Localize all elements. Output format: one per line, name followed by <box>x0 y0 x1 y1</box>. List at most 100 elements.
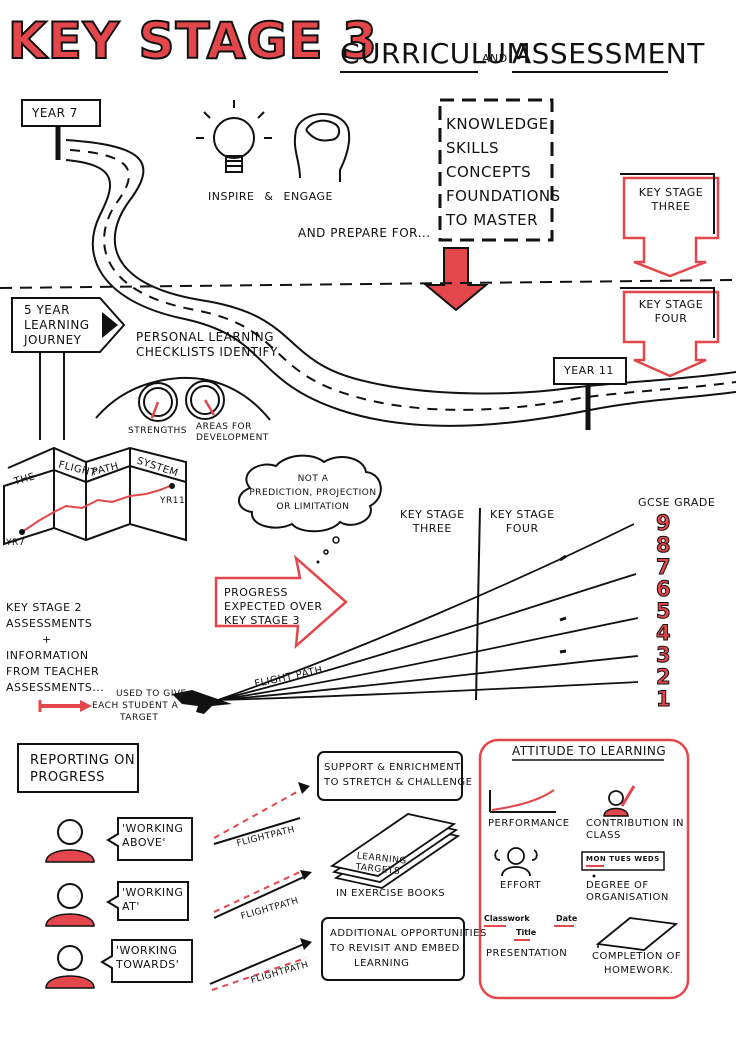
reporting-title-line: REPORTING ON <box>30 753 136 768</box>
contribution-line: CONTRIBUTION IN <box>586 818 685 829</box>
ks2-line: ASSESSMENTS... <box>6 681 105 694</box>
knowledge-list: KNOWLEDGE SKILLS CONCEPTS FOUNDATIONS TO… <box>446 112 561 232</box>
ks2-red-arrow <box>38 700 92 712</box>
used-line: USED TO GIVE <box>116 689 187 699</box>
support-box <box>317 751 463 801</box>
checklists-line: PERSONAL LEARNING <box>136 330 275 344</box>
thought-cloud <box>238 454 382 533</box>
performance-chart-icon <box>489 789 556 813</box>
grade-2: 2 <box>656 665 672 689</box>
effort-label: EFFORT <box>500 880 542 891</box>
knowledge-item: FOUNDATIONS <box>446 187 561 205</box>
flight-path-map <box>3 446 187 546</box>
working-above-line: ABOVE' <box>122 836 166 849</box>
year7-label: YEAR 7 <box>32 106 78 120</box>
ks3-ks4-divider <box>0 279 736 289</box>
yr7-label: YR7 <box>6 538 25 548</box>
contribution-icon <box>603 785 636 817</box>
gcse-grade-list: 9 8 7 6 5 4 3 2 1 <box>656 511 672 711</box>
five-year-line: LEARNING <box>24 318 90 332</box>
ks4-arrow-shape <box>622 290 720 378</box>
ks2-line: INFORMATION <box>6 649 89 662</box>
areas-label: AREAS FOR DEVELOPMENT <box>196 422 269 444</box>
not-a-line: OR LIMITATION <box>276 502 350 512</box>
flight-ks3-line: KEY STAGE <box>400 508 465 521</box>
ks2-line: KEY STAGE 2 <box>6 601 83 614</box>
five-year-signpost <box>11 297 126 440</box>
year7-signpost <box>21 99 101 160</box>
yr11-label: YR11 <box>160 496 186 506</box>
progress-arrow-shape <box>214 554 348 650</box>
ks4-arrow-line: FOUR <box>654 312 688 325</box>
flight-ks3-line: THREE <box>412 522 452 535</box>
performance-label: PERFORMANCE <box>488 818 570 829</box>
additional-line: TO REVISIT AND EMBED <box>330 943 460 954</box>
development-gauge-icon <box>185 380 225 420</box>
used-line: EACH STUDENT A <box>92 701 179 711</box>
contribution-line: CLASS <box>586 830 621 841</box>
flight-ks3-label: KEY STAGE THREE <box>400 508 465 536</box>
lightbulb-icon <box>196 100 272 173</box>
progress-line: PROGRESS <box>224 586 289 599</box>
flight-ks4-label: KEY STAGE FOUR <box>490 508 555 536</box>
areas-line: DEVELOPMENT <box>196 433 269 443</box>
subtitle-curriculum: CURRICULUM <box>340 37 532 70</box>
used-to-give-label: USED TO GIVE EACH STUDENT A TARGET <box>92 688 187 724</box>
contribution-label: CONTRIBUTION IN CLASS <box>586 818 684 842</box>
ks2-line: ASSESSMENTS <box>6 617 93 630</box>
title-word: Title <box>516 928 537 937</box>
ks4-arrow-label: KEY STAGE FOUR <box>626 298 716 326</box>
flight-ks4-line: KEY STAGE <box>490 508 555 521</box>
strength-gauge-icon <box>138 382 178 422</box>
exercise-books-icon <box>329 813 461 889</box>
additional-line: LEARNING <box>354 958 410 969</box>
ks4-arrow-line: KEY STAGE <box>638 298 704 311</box>
working-towards-line: 'WORKING <box>116 944 178 957</box>
working-above-line: 'WORKING <box>122 822 184 835</box>
knowledge-item: SKILLS <box>446 139 500 157</box>
reporting-title: REPORTING ON PROGRESS <box>30 752 135 786</box>
subtitle-and: AND <box>482 52 508 65</box>
support-line: TO STRETCH & CHALLENGE <box>324 777 473 788</box>
grade-6: 6 <box>656 577 672 601</box>
bubble-above <box>106 817 193 861</box>
additional-line: ADDITIONAL OPPORTUNITIES <box>330 928 487 939</box>
reporting-title-line: PROGRESS <box>30 770 105 785</box>
not-a-text: NOT A PREDICTION, PROJECTION OR LIMITATI… <box>248 472 378 514</box>
grade-8: 8 <box>656 533 672 557</box>
person-icon-towards <box>45 945 95 989</box>
classwork-word: Classwork <box>484 914 530 923</box>
person-icon-above <box>45 819 95 863</box>
organisation-icon <box>581 851 665 878</box>
grade-9: 9 <box>656 511 672 535</box>
five-year-line: JOURNEY <box>24 333 82 347</box>
presentation-label: PRESENTATION <box>486 948 568 959</box>
ks2-line: FROM TEACHER <box>6 665 100 678</box>
year11-label: YEAR 11 <box>564 364 614 377</box>
working-towards-label: 'WORKING TOWARDS' <box>116 944 179 972</box>
grade-4: 4 <box>656 621 672 645</box>
bubble-at <box>106 881 189 921</box>
homework-label: COMPLETION OF HOMEWORK. <box>592 950 681 978</box>
flight-ks4-line: FOUR <box>505 522 539 535</box>
year11-signpost <box>553 357 627 430</box>
progress-arrow-label: PROGRESS EXPECTED OVER KEY STAGE 3 <box>224 586 322 628</box>
prepare-label: AND PREPARE FOR... <box>298 226 431 240</box>
knowledge-item: KNOWLEDGE <box>446 115 549 133</box>
head-brain-icon <box>293 113 351 182</box>
working-at-line: 'WORKING <box>122 886 184 899</box>
bubble-towards <box>100 939 193 983</box>
winding-road <box>65 139 736 427</box>
ks3-arrow-line: KEY STAGE <box>638 186 704 199</box>
ks3-arrow-shape <box>622 176 720 278</box>
knowledge-box <box>438 98 554 242</box>
subtitle-assessment: ASSESSMENT <box>512 37 705 70</box>
organisation-label: DEGREE OF ORGANISATION <box>586 880 669 904</box>
used-line: TARGET <box>120 713 159 723</box>
knowledge-item: CONCEPTS <box>446 163 532 181</box>
not-a-line: NOT A <box>297 474 329 484</box>
working-above-label: 'WORKING ABOVE' <box>122 822 183 850</box>
checklists-line: CHECKLISTS IDENTIFY <box>136 345 278 359</box>
strengths-label: STRENGTHS <box>128 426 188 436</box>
date-word: Date <box>556 914 578 923</box>
